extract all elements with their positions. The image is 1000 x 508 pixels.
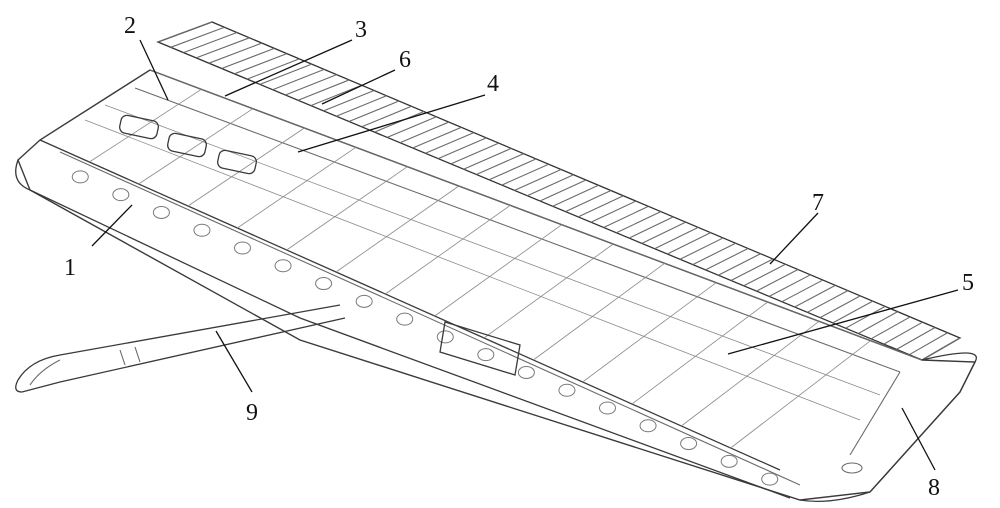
label-9: 9	[246, 400, 258, 426]
wing-body	[15, 69, 977, 502]
label-6: 6	[399, 47, 411, 73]
bracing-strut	[15, 304, 346, 393]
callout-labels: 1 2 3 4 5 6 7 8 9	[64, 13, 974, 501]
leader-lines	[91, 39, 959, 471]
label-7: 7	[812, 190, 824, 216]
trailing-edge-strip	[156, 21, 962, 361]
label-1: 1	[64, 255, 76, 281]
label-8: 8	[928, 475, 940, 501]
label-4: 4	[487, 71, 499, 97]
label-2: 2	[124, 13, 136, 39]
label-3: 3	[355, 17, 367, 43]
label-5: 5	[962, 270, 974, 296]
